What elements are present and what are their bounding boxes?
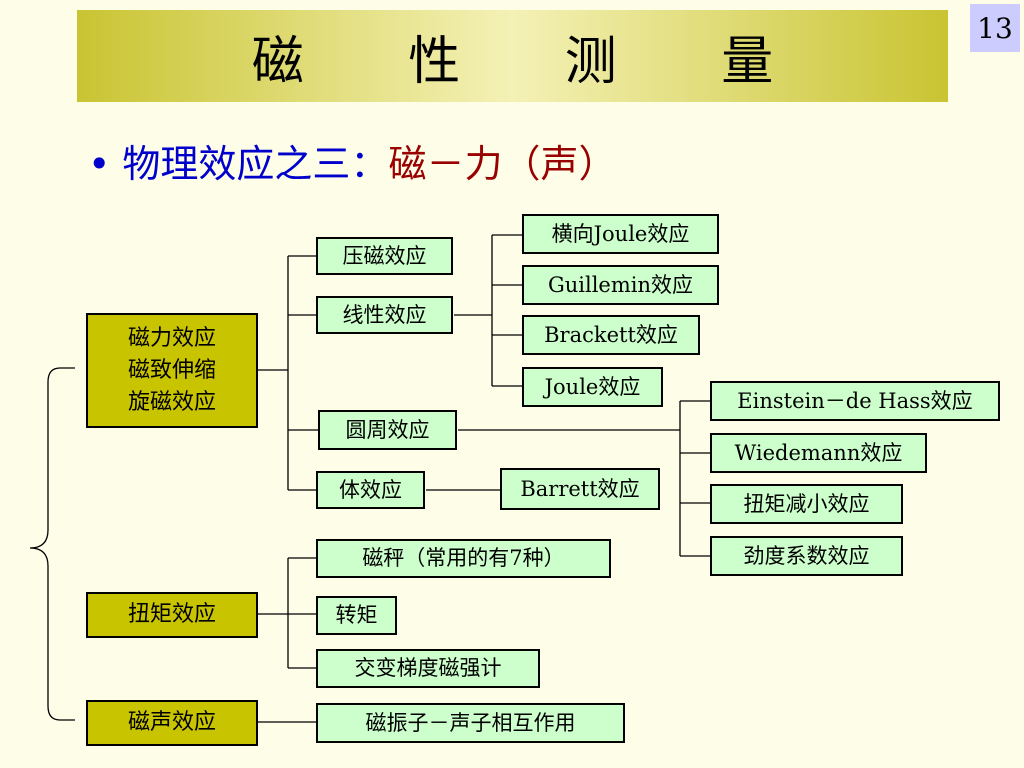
brackett-effect-box: Brackett效应 (522, 315, 700, 355)
torque-reduction-effect-box: 扭矩减小效应 (710, 484, 903, 524)
magnetoelastic-line-1: 磁力效应 (127, 325, 216, 351)
torque-effect-box: 扭矩效应 (86, 592, 258, 638)
joule-effect-box: Joule效应 (522, 367, 663, 407)
bullet-topic: 磁－力（声） (388, 142, 617, 186)
volume-effect-box: 体效应 (316, 471, 425, 509)
stiffness-effect-box: 劲度系数效应 (710, 536, 903, 576)
circular-effect-box: 圆周效应 (318, 410, 457, 450)
bullet-line: •物理效应之三：磁－力（声） (88, 136, 616, 192)
page-title: 磁 性 测 量 (251, 31, 818, 92)
torque-effect-label: 扭矩效应 (127, 602, 216, 627)
magnetic-balance-box: 磁秤（常用的有7种） (316, 539, 611, 578)
title-bar: 磁 性 测 量 (77, 10, 948, 102)
magnetoelastic-box: 磁力效应 磁致伸缩 旋磁效应 (86, 313, 258, 428)
magnon-phonon-interaction-box: 磁振子－声子相互作用 (316, 703, 625, 743)
acoustic-effect-label: 磁声效应 (127, 710, 216, 735)
piezomagnetic-effect-box: 压磁效应 (316, 237, 453, 275)
magnetoelastic-line-3: 旋磁效应 (127, 389, 216, 415)
magnetoelastic-line-2: 磁致伸缩 (127, 357, 216, 383)
einstein-de-hass-effect-box: Einstein－de Hass效应 (710, 381, 1000, 421)
linear-effect-box: 线性效应 (316, 296, 453, 334)
acoustic-effect-box: 磁声效应 (86, 700, 258, 746)
guillemin-effect-box: Guillemin效应 (522, 265, 719, 305)
left-brace (29, 367, 75, 721)
torque-meter-box: 转矩 (316, 596, 397, 635)
page-number: 13 (970, 4, 1020, 52)
transverse-joule-effect-box: 横向Joule效应 (522, 214, 719, 254)
bullet-marker: • (88, 142, 111, 186)
wiedemann-effect-box: Wiedemann效应 (710, 433, 927, 473)
barrett-effect-box: Barrett效应 (500, 468, 660, 510)
bullet-prefix: 物理效应之三： (122, 142, 389, 186)
alternating-gradient-magnetometer-box: 交变梯度磁强计 (316, 649, 540, 688)
